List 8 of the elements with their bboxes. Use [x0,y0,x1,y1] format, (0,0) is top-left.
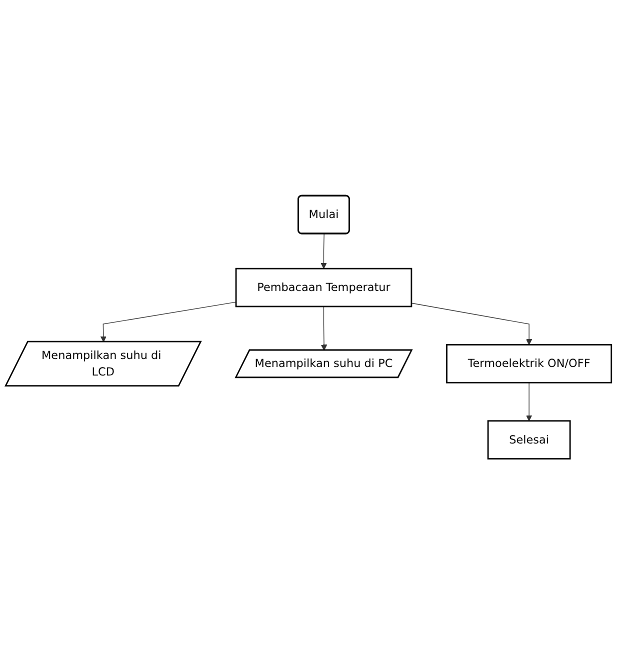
arrow [411,302,532,345]
arrow [320,306,328,350]
node-box: Termoelektrik ON/OFF [446,344,612,384]
arrow [100,302,236,342]
arrow [320,233,327,269]
node-box: Selesai [487,420,571,460]
arrow [526,382,532,421]
node-box: Pembacaan Temperatur [235,268,412,307]
